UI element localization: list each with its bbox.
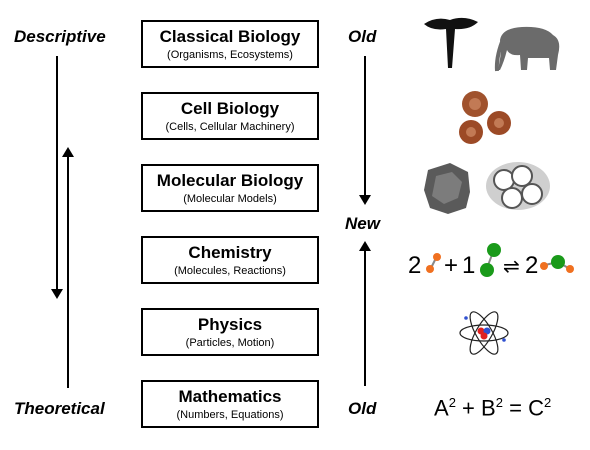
level-box-chemistry: Chemistry (Molecules, Reactions): [141, 236, 319, 284]
level-title: Chemistry: [188, 243, 272, 262]
level-subtitle: (Molecules, Reactions): [174, 265, 286, 277]
level-subtitle: (Particles, Motion): [185, 337, 275, 349]
level-subtitle: (Molecular Models): [183, 193, 277, 205]
eq-plus: +: [462, 395, 475, 421]
new-label: New: [345, 214, 380, 233]
theoretical-label: Theoretical: [14, 399, 105, 418]
level-title: Classical Biology: [159, 27, 301, 46]
level-subtitle: (Numbers, Equations): [176, 409, 284, 421]
eq-c-exp: 2: [543, 395, 552, 410]
coeff-right: 2: [525, 252, 538, 279]
eq-b-exp: 2: [495, 395, 503, 410]
coeff-mid: 1: [462, 252, 475, 279]
eq-a: A: [434, 395, 449, 421]
plus-sign: +: [444, 252, 458, 279]
level-subtitle: (Organisms, Ecosystems): [167, 49, 293, 61]
level-title: Mathematics: [178, 387, 282, 406]
reaction-equation-icon: 2 + 1 ⇌ 2: [408, 243, 574, 279]
eq-b: B: [481, 395, 496, 421]
red-blood-cells-icon: [459, 91, 511, 144]
tree-elephant-icon: [424, 17, 560, 72]
molecular-structure-icon: [424, 162, 550, 214]
eq-c: C: [528, 395, 544, 421]
old-top-label: Old: [348, 27, 377, 46]
level-box-mathematics: Mathematics (Numbers, Equations): [141, 380, 319, 428]
equilibrium-arrow: ⇌: [503, 254, 520, 278]
level-title: Physics: [197, 315, 263, 334]
level-box-physics: Physics (Particles, Motion): [141, 308, 319, 356]
old-bottom-label: Old: [348, 399, 377, 418]
level-box-classical-biology: Classical Biology (Organisms, Ecosystems…: [141, 20, 319, 68]
atom-icon: [459, 311, 509, 355]
level-title: Molecular Biology: [156, 171, 304, 190]
level-box-cell-biology: Cell Biology (Cells, Cellular Machinery): [141, 92, 319, 140]
level-box-molecular-biology: Molecular Biology (Molecular Models): [141, 164, 319, 212]
eq-equals: =: [509, 395, 522, 421]
descriptive-label: Descriptive: [14, 27, 106, 46]
level-title: Cell Biology: [180, 99, 280, 118]
pythagoras-equation-icon: A2 + B2 = C2: [434, 395, 551, 421]
coeff-left: 2: [408, 252, 421, 279]
level-subtitle: (Cells, Cellular Machinery): [165, 121, 295, 133]
eq-a-exp: 2: [448, 395, 456, 410]
